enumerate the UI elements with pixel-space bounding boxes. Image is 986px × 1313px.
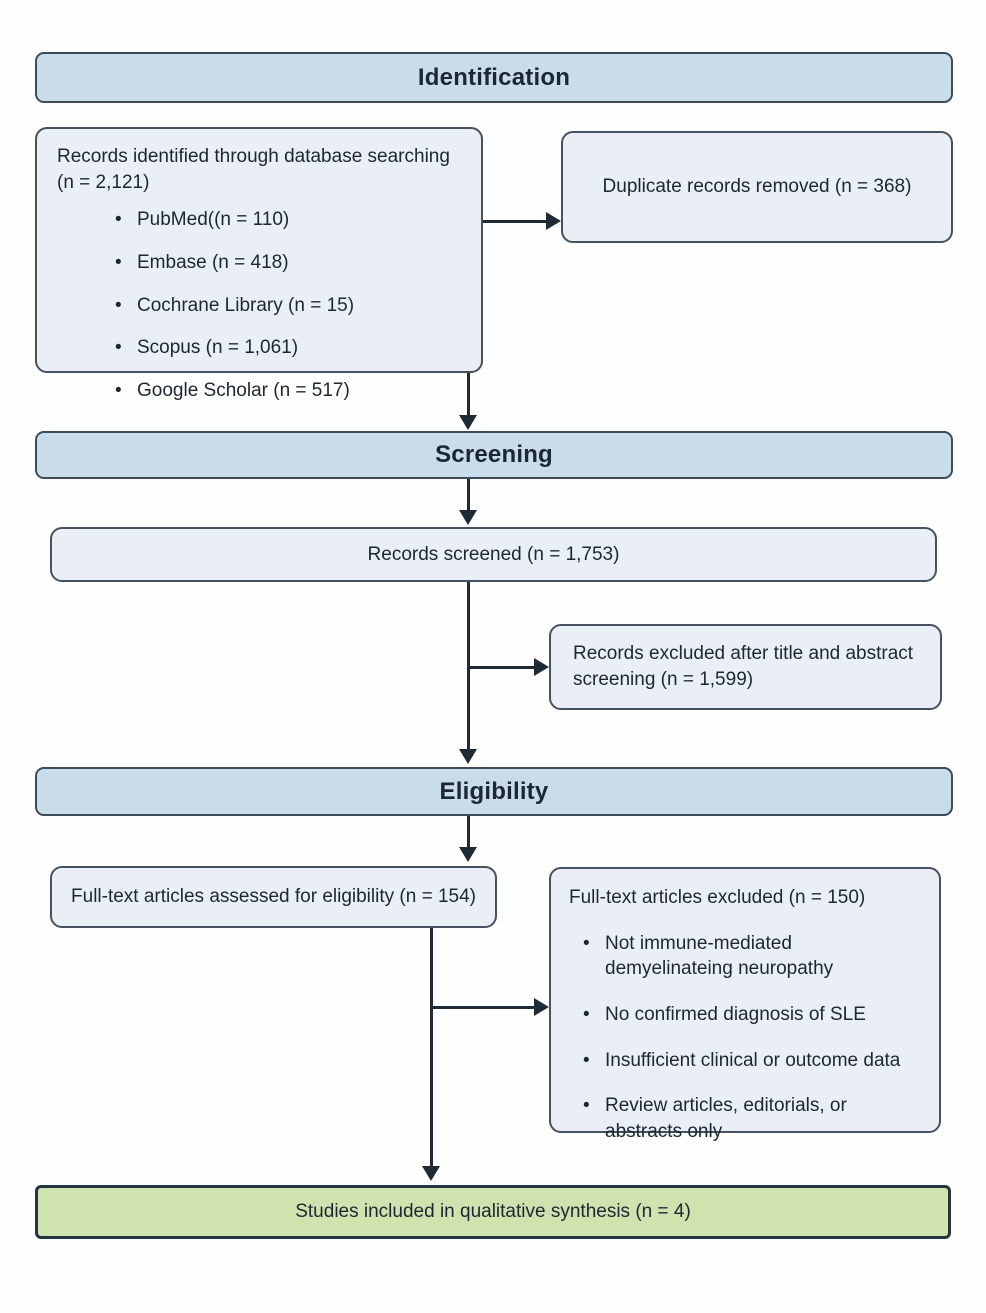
list-item: Review articles, editorials, or abstract… xyxy=(583,1093,921,1144)
connector-eligibility-to-assessed xyxy=(467,816,470,850)
connector-identified-to-screening xyxy=(467,373,470,418)
stage-bar-identification: Identification xyxy=(35,52,953,103)
connector-identified-to-duplicates xyxy=(483,220,547,223)
arrow-down-icon xyxy=(459,510,477,525)
records-excluded-box: Records excluded after title and abstrac… xyxy=(549,624,942,710)
list-item: Not immune-mediated demyelinateing neuro… xyxy=(583,931,921,982)
arrow-down-icon xyxy=(422,1166,440,1181)
connector-screened-to-excluded xyxy=(469,666,535,669)
list-item: Insufficient clinical or outcome data xyxy=(583,1048,921,1074)
arrow-right-icon xyxy=(534,998,549,1016)
records-screened-box: Records screened (n = 1,753) xyxy=(50,527,937,582)
stage-bar-eligibility: Eligibility xyxy=(35,767,953,816)
studies-included-box: Studies included in qualitative synthesi… xyxy=(35,1185,951,1239)
records-identified-count: (n = 2,121) xyxy=(57,171,150,193)
arrow-right-icon xyxy=(546,212,561,230)
list-item: Scopus (n = 1,061) xyxy=(115,335,461,361)
arrow-down-icon xyxy=(459,415,477,430)
arrow-down-icon xyxy=(459,749,477,764)
duplicates-removed-box: Duplicate records removed (n = 368) xyxy=(561,131,953,243)
list-item: Cochrane Library (n = 15) xyxy=(115,293,461,319)
records-excluded-text: Records excluded after title and abstrac… xyxy=(573,643,914,690)
fulltext-assessed-box: Full-text articles assessed for eligibil… xyxy=(50,866,497,928)
connector-assessed-to-excluded xyxy=(432,1006,535,1009)
arrow-down-icon xyxy=(459,847,477,862)
connector-screening-to-screened xyxy=(467,479,470,513)
arrow-right-icon xyxy=(534,658,549,676)
fulltext-assessed-text: Full-text articles assessed for eligibil… xyxy=(71,886,476,908)
stage-label-screening: Screening xyxy=(435,441,553,468)
fulltext-excluded-title: Full-text articles excluded (n = 150) xyxy=(569,887,866,908)
fulltext-excluded-box: Full-text articles excluded (n = 150) No… xyxy=(549,867,941,1142)
studies-included-text: Studies included in qualitative synthesi… xyxy=(295,1201,691,1223)
stage-bar-screening: Screening xyxy=(35,431,953,479)
duplicates-removed-text: Duplicate records removed (n = 368) xyxy=(602,176,912,198)
connector-screened-to-eligibility xyxy=(467,582,470,752)
connector-assessed-to-included xyxy=(430,928,433,1169)
list-item: Google Scholar (n = 517) xyxy=(115,378,461,404)
list-item: Embase (n = 418) xyxy=(115,250,461,276)
records-identified-title: Records identified through database sear… xyxy=(57,146,450,167)
records-identified-box: Records identified through database sear… xyxy=(35,127,483,403)
records-screened-text: Records screened (n = 1,753) xyxy=(367,543,620,565)
list-item: PubMed((n = 110) xyxy=(115,207,461,233)
exclusion-reason-list: Not immune-mediated demyelinateing neuro… xyxy=(583,931,921,1145)
database-list: PubMed((n = 110) Embase (n = 418) Cochra… xyxy=(115,207,461,403)
stage-label-identification: Identification xyxy=(417,63,571,91)
list-item: No confirmed diagnosis of SLE xyxy=(583,1002,921,1028)
stage-label-eligibility: Eligibility xyxy=(439,777,549,805)
